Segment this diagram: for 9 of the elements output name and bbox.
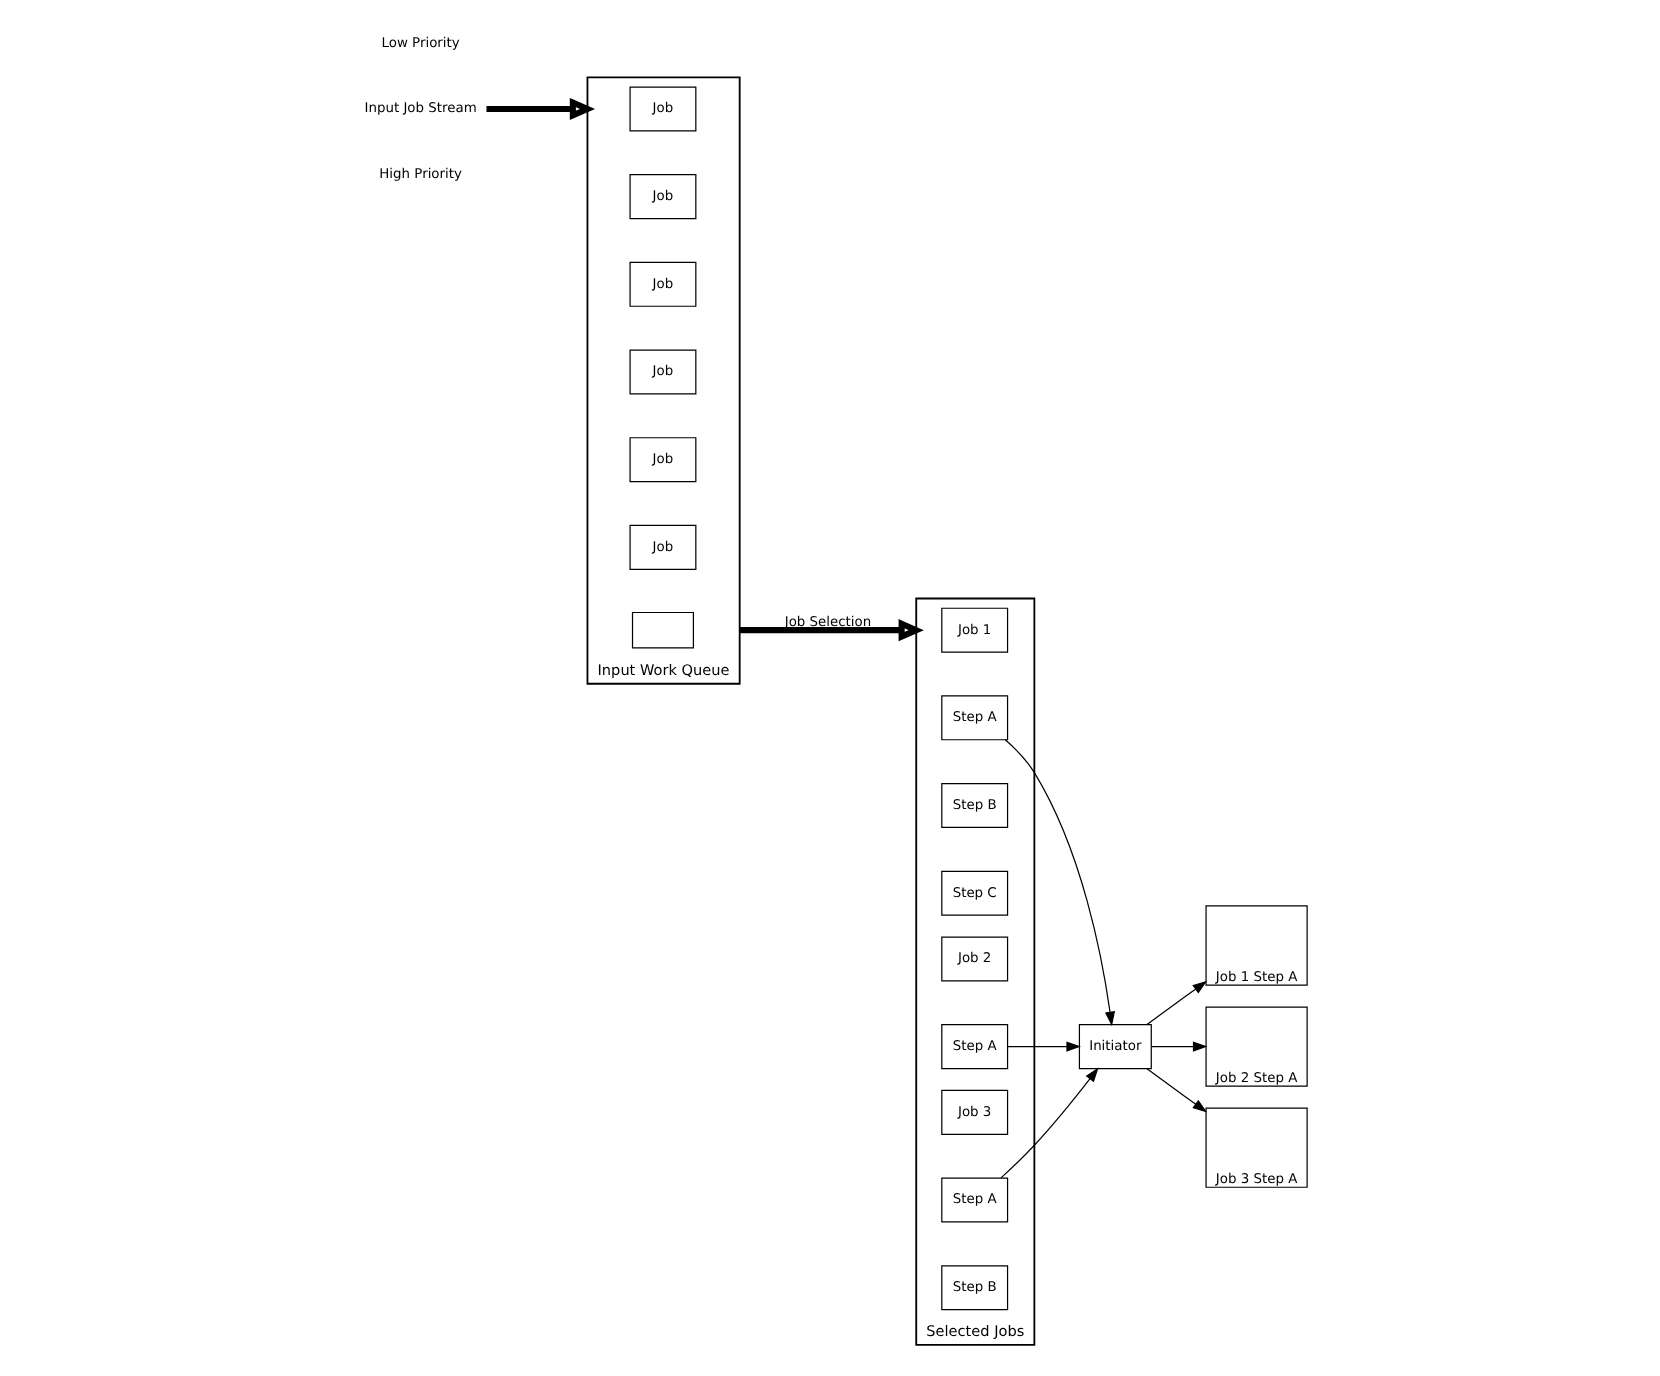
arrow	[1145, 1067, 1207, 1113]
node-box	[630, 611, 693, 649]
arrow	[1006, 1041, 1080, 1052]
arrow	[999, 1067, 1098, 1179]
arrow	[1150, 1041, 1207, 1052]
arrow	[485, 97, 595, 121]
arrow	[1145, 980, 1207, 1026]
arrow	[738, 619, 923, 642]
arrow	[1003, 739, 1115, 1027]
